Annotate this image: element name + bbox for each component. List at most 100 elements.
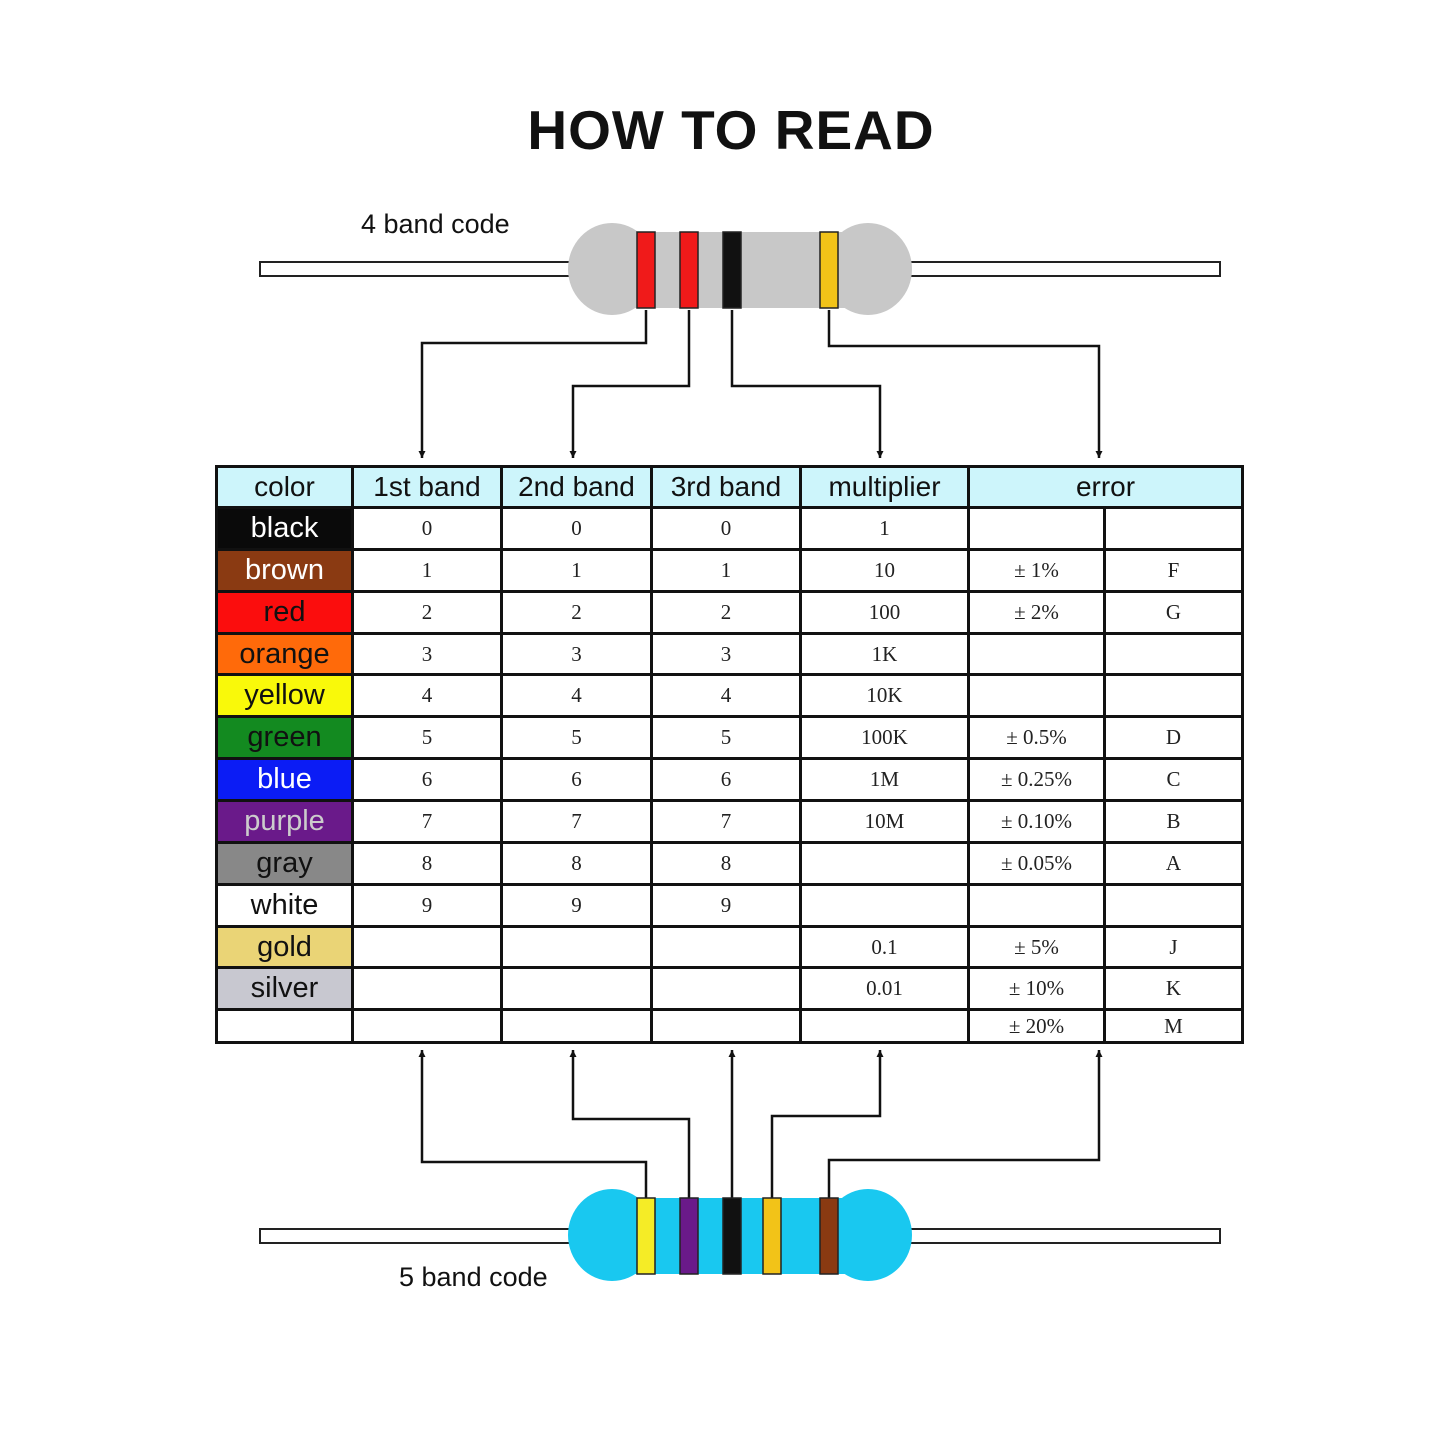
cell-multiplier <box>799 840 970 886</box>
cell-1st-band: 8 <box>351 840 503 886</box>
cell-tolerance-code: K <box>1103 966 1244 1012</box>
color-swatch-cell: orange <box>215 631 354 677</box>
cell-tolerance <box>967 673 1106 719</box>
header-color: color <box>215 465 354 509</box>
cell-multiplier: 10M <box>799 799 970 844</box>
cell-2nd-band: 5 <box>500 715 653 761</box>
band-4 <box>762 1197 782 1275</box>
cell-tolerance: ± 0.10% <box>967 799 1106 844</box>
cell-tolerance: ± 5% <box>967 924 1106 970</box>
band-2 <box>679 1197 699 1275</box>
cell-multiplier: 1M <box>799 757 970 803</box>
color-swatch-cell: purple <box>215 799 354 844</box>
header-3rd-band: 3rd band <box>650 465 802 509</box>
cell-tolerance <box>967 631 1106 677</box>
cell-1st-band: 6 <box>351 757 503 803</box>
cell-3rd-band <box>650 966 802 1012</box>
cell-tolerance-code: M <box>1103 1008 1244 1044</box>
cell-multiplier: 0.01 <box>799 966 970 1012</box>
cell-tolerance: ± 1% <box>967 547 1106 593</box>
color-swatch-cell: silver <box>215 966 354 1012</box>
cell-3rd-band: 8 <box>650 840 802 886</box>
band-2 <box>679 231 699 309</box>
cell-3rd-band: 3 <box>650 631 802 677</box>
connector-band-1 <box>418 310 648 458</box>
cell-1st-band: 3 <box>351 631 503 677</box>
resistor-cap-left <box>568 223 656 315</box>
band-3 <box>722 1197 742 1275</box>
table-row: ± 20%M <box>215 1008 1244 1044</box>
cell-2nd-band: 4 <box>500 673 653 719</box>
cell-multiplier: 10 <box>799 547 970 593</box>
lead-left <box>259 1228 591 1244</box>
cell-1st-band: 4 <box>351 673 503 719</box>
color-swatch-cell: white <box>215 882 354 928</box>
cell-multiplier <box>799 882 970 928</box>
lead-left <box>259 261 591 277</box>
cell-tolerance <box>967 882 1106 928</box>
color-swatch-cell <box>215 1008 354 1044</box>
resistor-cap-right <box>824 223 912 315</box>
color-swatch-cell: black <box>215 506 354 551</box>
cell-multiplier: 1 <box>799 506 970 551</box>
cell-tolerance-code: J <box>1103 924 1244 970</box>
connector5-band-5 <box>827 1050 1103 1198</box>
cell-2nd-band: 1 <box>500 547 653 593</box>
five-band-connectors <box>418 1050 1103 1198</box>
cell-3rd-band: 7 <box>650 799 802 844</box>
cell-3rd-band <box>650 1008 802 1044</box>
cell-tolerance: ± 0.05% <box>967 840 1106 886</box>
cell-tolerance-code: G <box>1103 589 1244 635</box>
four-band-resistor <box>259 223 1221 315</box>
header-multiplier: multiplier <box>799 465 970 509</box>
cell-multiplier: 100 <box>799 589 970 635</box>
color-swatch-cell: red <box>215 589 354 635</box>
cell-2nd-band: 3 <box>500 631 653 677</box>
cell-tolerance: ± 20% <box>967 1008 1106 1044</box>
cell-tolerance: ± 0.5% <box>967 715 1106 761</box>
header-2nd-band: 2nd band <box>500 465 653 509</box>
cell-3rd-band: 5 <box>650 715 802 761</box>
cell-3rd-band: 4 <box>650 673 802 719</box>
band-5 <box>819 1197 839 1275</box>
color-swatch-cell: gray <box>215 840 354 886</box>
cell-multiplier: 1K <box>799 631 970 677</box>
cell-multiplier: 10K <box>799 673 970 719</box>
cell-1st-band: 0 <box>351 506 503 551</box>
cell-3rd-band: 9 <box>650 882 802 928</box>
cell-2nd-band: 2 <box>500 589 653 635</box>
cell-tolerance-code <box>1103 631 1244 677</box>
cell-tolerance-code <box>1103 673 1244 719</box>
band-4 <box>819 231 839 309</box>
cell-1st-band: 5 <box>351 715 503 761</box>
cell-tolerance-code <box>1103 882 1244 928</box>
header-1st-band: 1st band <box>351 465 503 509</box>
cell-tolerance: ± 10% <box>967 966 1106 1012</box>
cell-multiplier <box>799 1008 970 1044</box>
cell-2nd-band: 8 <box>500 840 653 886</box>
cell-2nd-band <box>500 1008 653 1044</box>
color-swatch-cell: blue <box>215 757 354 803</box>
cell-3rd-band: 1 <box>650 547 802 593</box>
table-row: silver 0.01± 10%K <box>215 966 1244 1012</box>
cell-tolerance: ± 0.25% <box>967 757 1106 803</box>
cell-tolerance-code: C <box>1103 757 1244 803</box>
color-swatch-cell: yellow <box>215 673 354 719</box>
cell-1st-band <box>351 1008 503 1044</box>
cell-2nd-band: 7 <box>500 799 653 844</box>
color-swatch-cell: green <box>215 715 354 761</box>
lead-right <box>889 1228 1221 1244</box>
five-band-resistor <box>259 1189 1221 1281</box>
header-error: error <box>967 465 1244 509</box>
page-title: HOW TO READ <box>527 99 935 161</box>
cell-1st-band: 7 <box>351 799 503 844</box>
